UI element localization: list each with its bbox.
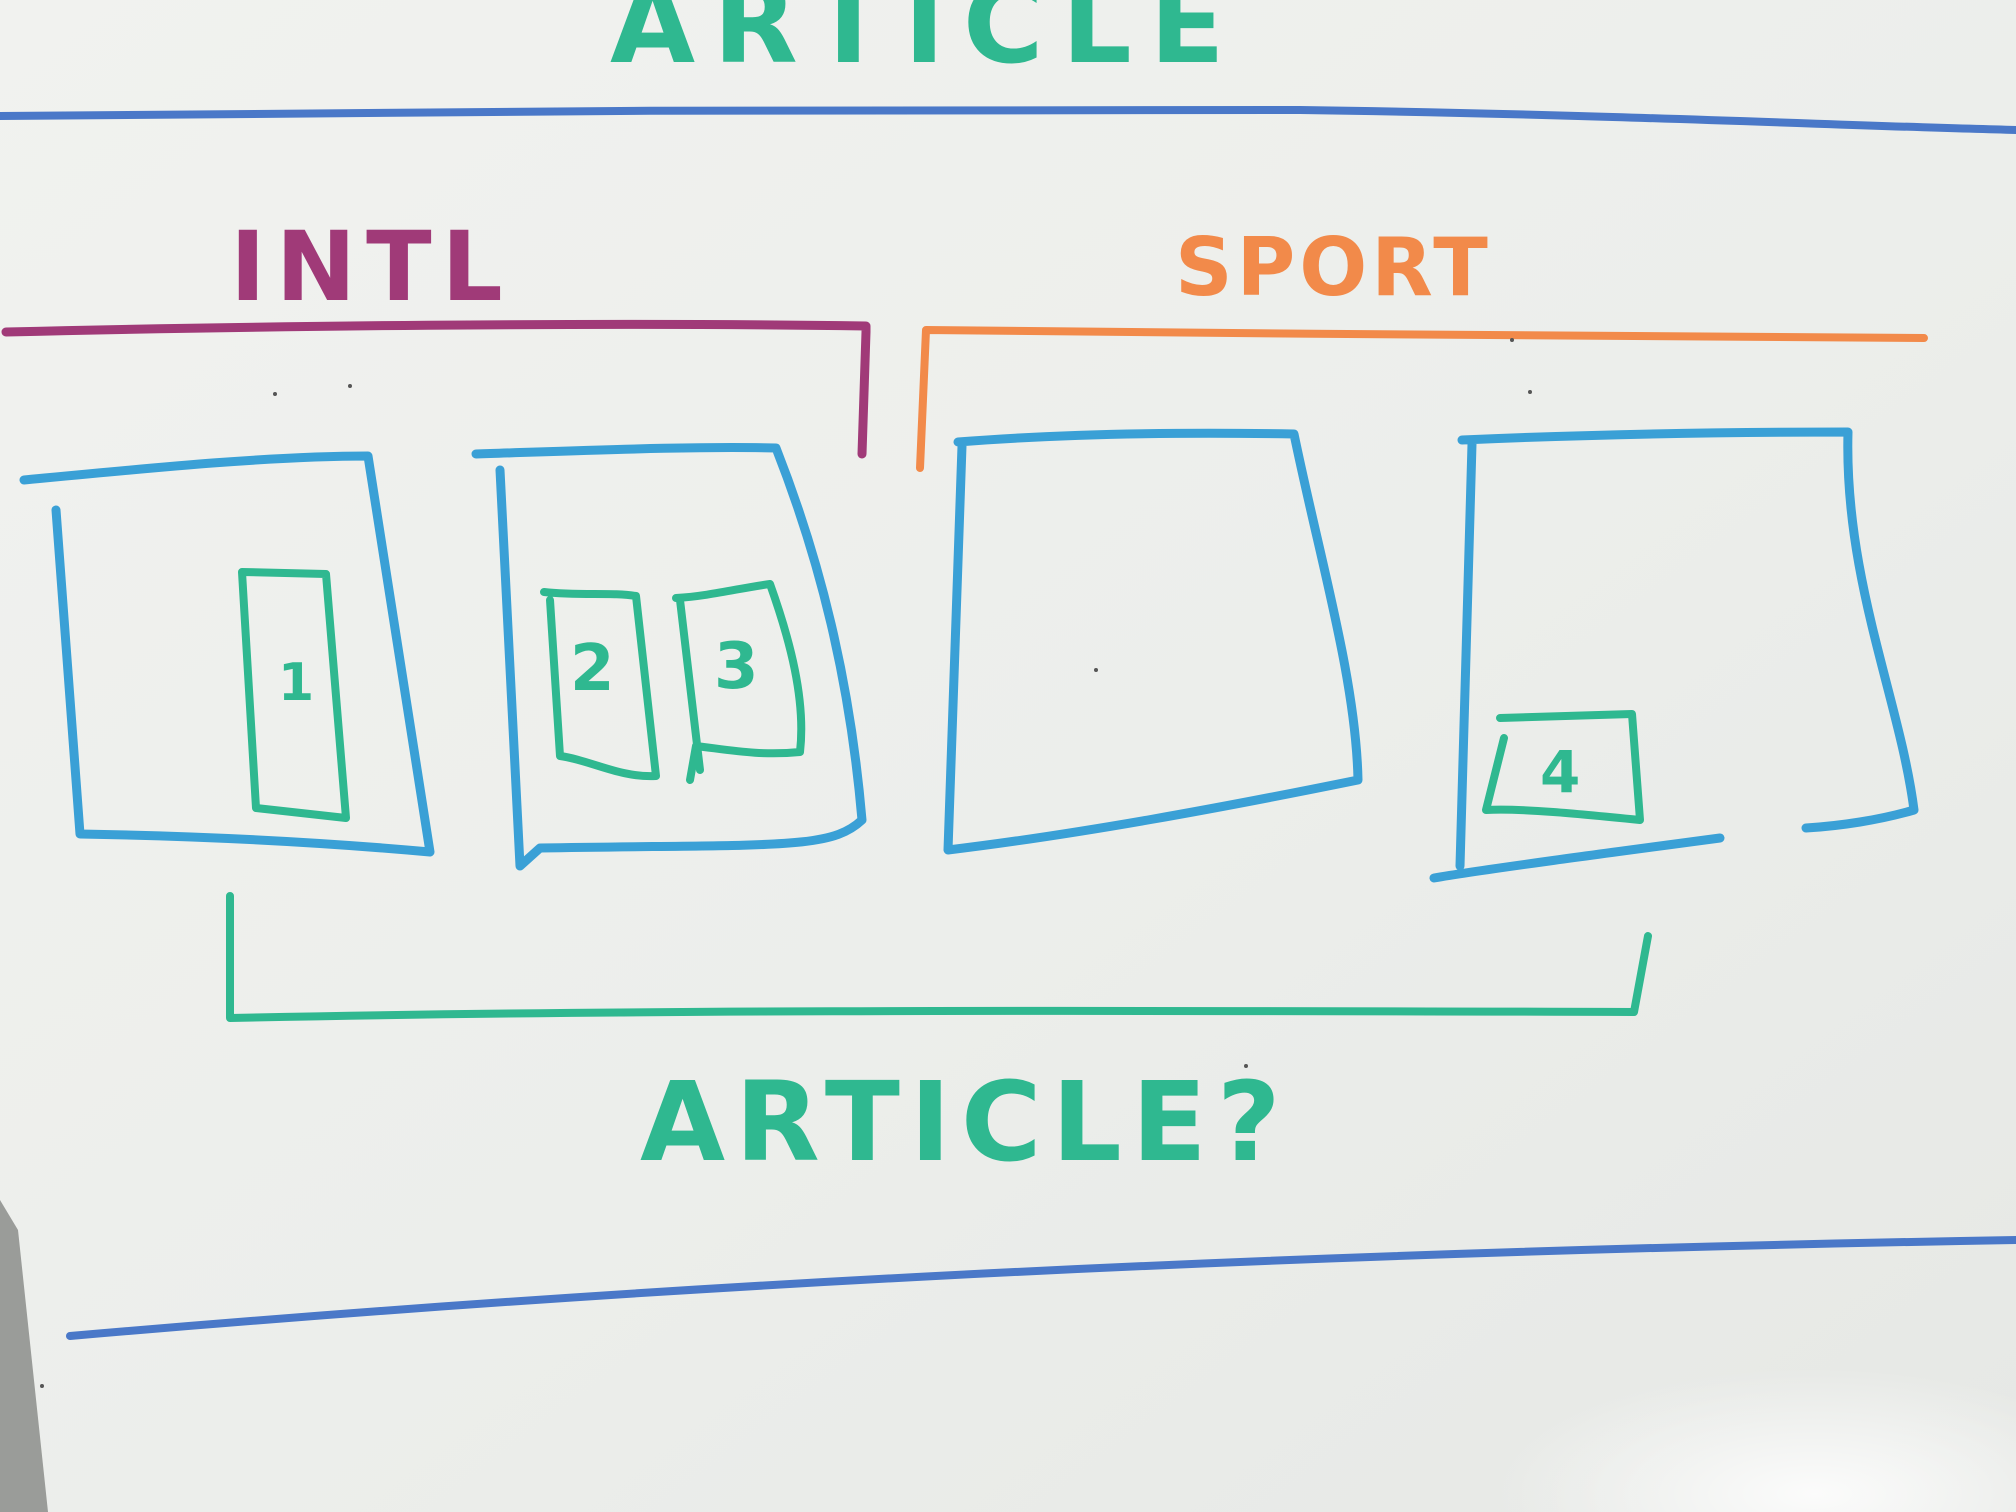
item-1-label: 1: [278, 653, 314, 713]
bottom-divider-line: [66, 1236, 2016, 1340]
item-4-label: 4: [1540, 738, 1580, 806]
item-box-4: [1482, 710, 1644, 824]
page-frame-2: [471, 442, 867, 871]
top-heading-label: ARTICLE: [610, 0, 1243, 88]
item-box-2: [540, 588, 660, 781]
page-frame-3: [943, 428, 1363, 855]
top-heading-text: ARTICLE: [610, 0, 1243, 88]
intl-label: INTL: [230, 211, 513, 323]
intl-bracket: [1, 319, 871, 459]
item-3-label: 3: [714, 630, 759, 704]
board-frame-edge: [0, 1200, 48, 1512]
top-divider-line: [0, 105, 2016, 134]
board-glare: [1100, 1150, 2016, 1512]
item-box-3: [672, 580, 806, 784]
article-bracket: [226, 892, 1652, 1022]
item-box-1: [238, 568, 350, 822]
page-frame-4: [1429, 427, 1919, 883]
page-frame-1: [19, 451, 435, 857]
board-specks: [40, 338, 1532, 1388]
item-2-label: 2: [570, 632, 615, 706]
sport-label: SPORT: [1175, 221, 1492, 314]
sport-bracket: [916, 326, 1928, 472]
bottom-heading-label: ARTICLE?: [640, 1058, 1291, 1186]
